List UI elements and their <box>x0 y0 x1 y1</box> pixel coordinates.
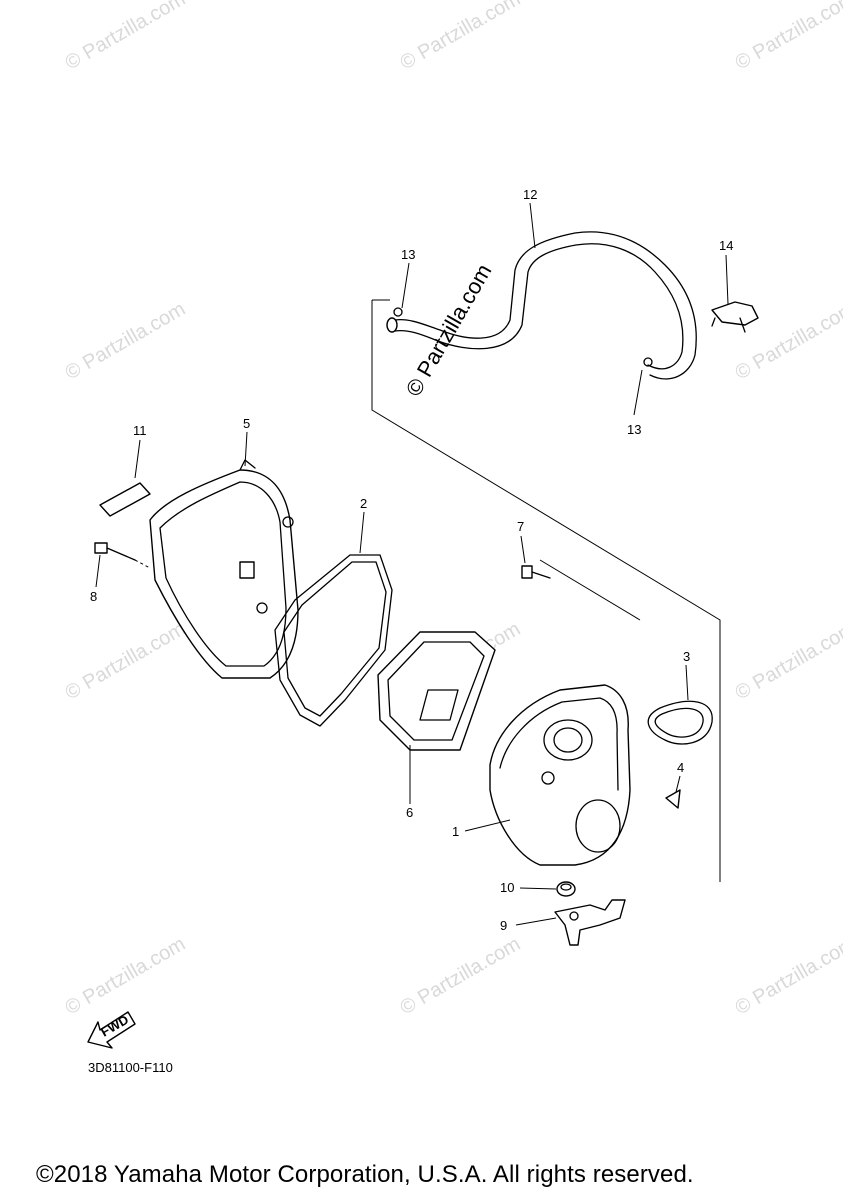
gasket <box>274 554 393 727</box>
callout-8: 8 <box>90 589 97 604</box>
watermark: © Partzilla.com <box>62 618 190 704</box>
drain-plug <box>556 881 576 897</box>
callout-13-left: 13 <box>401 247 415 262</box>
breather-hose <box>386 231 697 380</box>
screw-8 <box>94 542 151 569</box>
callout-13-right: 13 <box>627 422 641 437</box>
sponge-strip <box>99 482 151 517</box>
watermark-dark: © Partzilla.com <box>401 260 497 401</box>
watermark: © Partzilla.com <box>732 933 843 1019</box>
callout-3: 3 <box>683 649 690 664</box>
copyright-notice: ©2018 Yamaha Motor Corporation, U.S.A. A… <box>36 1161 694 1188</box>
callout-7: 7 <box>517 519 524 534</box>
assembly-outline <box>371 299 721 882</box>
callout-9: 9 <box>500 918 507 933</box>
air-filter-case-cover <box>149 459 299 679</box>
watermark: © Partzilla.com <box>62 298 190 384</box>
watermark: © Partzilla.com <box>732 618 843 704</box>
callout-10: 10 <box>500 880 514 895</box>
callout-4: 4 <box>677 760 684 775</box>
callout-5: 5 <box>243 416 250 431</box>
watermark: © Partzilla.com <box>62 933 190 1019</box>
screw-7 <box>521 565 551 579</box>
bracket <box>554 899 626 946</box>
air-filter-element <box>377 631 496 751</box>
hose-clamp <box>711 301 759 333</box>
o-ring-seal <box>647 700 713 745</box>
part-code: 3D81100-F110 <box>88 1060 173 1075</box>
callout-1: 1 <box>452 824 459 839</box>
callout-12: 12 <box>523 187 537 202</box>
air-filter-case <box>489 684 631 866</box>
hose-clips <box>393 307 653 367</box>
watermark: © Partzilla.com <box>62 0 190 74</box>
callout-2: 2 <box>360 496 367 511</box>
callout-14: 14 <box>719 238 733 253</box>
watermark: © Partzilla.com <box>397 933 525 1019</box>
leader-lines <box>95 202 729 926</box>
clip-4 <box>665 789 681 809</box>
watermark: © Partzilla.com <box>397 0 525 74</box>
callout-6: 6 <box>406 805 413 820</box>
fwd-arrow: FWD <box>87 1011 136 1049</box>
watermark: © Partzilla.com <box>732 0 843 74</box>
callout-11: 11 <box>133 423 147 438</box>
callout-labels: 12 13 14 13 11 5 2 7 8 3 4 6 1 10 9 <box>90 187 733 933</box>
